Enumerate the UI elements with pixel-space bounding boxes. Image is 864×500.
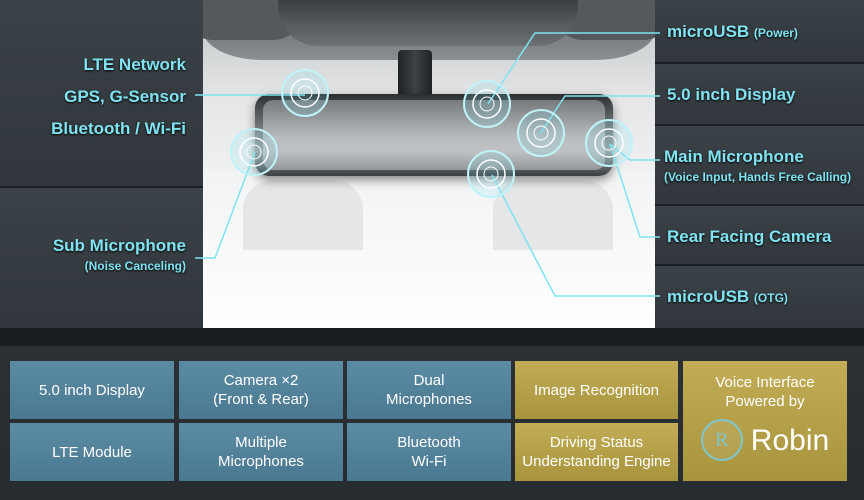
label-microusb-otg-note: (OTG): [753, 291, 788, 305]
feature-tile-text: Understanding Engine: [522, 453, 671, 470]
label-main-microphone-note: (Voice Input, Hands Free Calling): [664, 170, 852, 184]
feature-tile-multiple-mic: Multiple Microphones: [179, 423, 343, 481]
right-panel-box-4: [655, 206, 864, 266]
feature-tile-text: Microphones: [218, 453, 304, 470]
feature-tile-text: Microphones: [386, 391, 472, 408]
label-microusb-otg-text: microUSB: [667, 287, 750, 306]
label-microusb-power: microUSB (Power): [667, 22, 798, 42]
label-microusb-otg: microUSB (OTG): [667, 287, 788, 307]
hero-section: LTE Network GPS, G-Sensor Bluetooth / Wi…: [0, 0, 864, 330]
robin-brand: R Robin: [700, 419, 830, 461]
hotspot-main-mic[interactable]: [585, 119, 633, 167]
label-microusb-power-note: (Power): [753, 26, 798, 40]
feature-tile-text: LTE Module: [52, 443, 132, 461]
hotspot-microusb-otg[interactable]: [467, 150, 515, 198]
label-display: 5.0 inch Display: [667, 85, 796, 104]
hotspot-microusb-power[interactable]: [463, 80, 511, 128]
right-panel-box-2: [655, 64, 864, 126]
feature-tile-lte-module: LTE Module: [10, 423, 174, 481]
label-bluetooth-wifi: Bluetooth / Wi-Fi: [51, 119, 186, 138]
section-divider: [0, 328, 864, 346]
hotspot-lte[interactable]: [281, 69, 329, 117]
left-panel-box-top: [0, 0, 203, 188]
feature-tile-text: Image Recognition: [533, 381, 660, 399]
callout-line-microusb-otg: [491, 174, 660, 297]
feature-tile-text: Camera ×2: [223, 372, 299, 389]
label-sub-microphone: Sub Microphone: [52, 236, 186, 255]
label-gps-gsensor: GPS, G-Sensor: [64, 87, 186, 106]
robin-wordmark: Robin: [750, 423, 830, 457]
feature-tile-text: 5.0 inch Display: [39, 381, 145, 399]
robin-logo-icon: R: [700, 419, 743, 461]
feature-tile-display: 5.0 inch Display: [10, 361, 174, 419]
feature-tile-text: Dual: [413, 372, 445, 389]
feature-tile-text: Wi-Fi: [411, 453, 447, 470]
hotspot-display[interactable]: [517, 109, 565, 157]
hotspot-sub-mic[interactable]: [230, 128, 278, 176]
feature-tile-text: Bluetooth: [397, 434, 461, 451]
callout-line-sub-mic: [195, 151, 256, 259]
feature-tile-text: Multiple: [235, 434, 287, 451]
overhead-console: [278, 0, 578, 46]
right-panel-box-1: [655, 0, 864, 64]
feature-tile-text: Driving Status: [549, 434, 644, 451]
label-lte-network: LTE Network: [83, 55, 186, 74]
label-rear-camera: Rear Facing Camera: [667, 227, 832, 246]
voice-interface-line2: Powered by: [725, 393, 805, 410]
feature-tile-bluetooth-wifi: Bluetooth Wi-Fi: [347, 423, 511, 481]
feature-tile-camera: Camera ×2 (Front & Rear): [179, 361, 343, 419]
callout-overlay: [195, 32, 660, 297]
feature-tile-dual-mic: Dual Microphones: [347, 361, 511, 419]
left-panel-box-bottom: [0, 188, 203, 330]
callout-line-main-mic: [609, 143, 660, 161]
feature-tile-image-recognition: Image Recognition: [515, 361, 678, 419]
feature-tile-voice-interface: Voice Interface Powered by R Robin: [683, 361, 847, 481]
feature-tile-driving-status: Driving Status Understanding Engine: [515, 423, 678, 481]
label-microusb-power-text: microUSB: [667, 22, 750, 41]
label-sub-microphone-note: (Noise Canceling): [84, 259, 186, 273]
callout-line-microusb-power: [487, 32, 660, 105]
right-callout-panel: [655, 0, 864, 330]
right-panel-box-3: [655, 126, 864, 206]
label-main-microphone: Main Microphone: [664, 147, 804, 166]
feature-tile-text: (Front & Rear): [213, 391, 309, 408]
callout-line-rear-camera: [609, 143, 660, 238]
voice-interface-line1: Voice Interface: [715, 374, 815, 391]
mirror-mount: [398, 50, 432, 98]
rear-seat-left: [243, 180, 363, 250]
left-callout-panel: [0, 0, 203, 330]
